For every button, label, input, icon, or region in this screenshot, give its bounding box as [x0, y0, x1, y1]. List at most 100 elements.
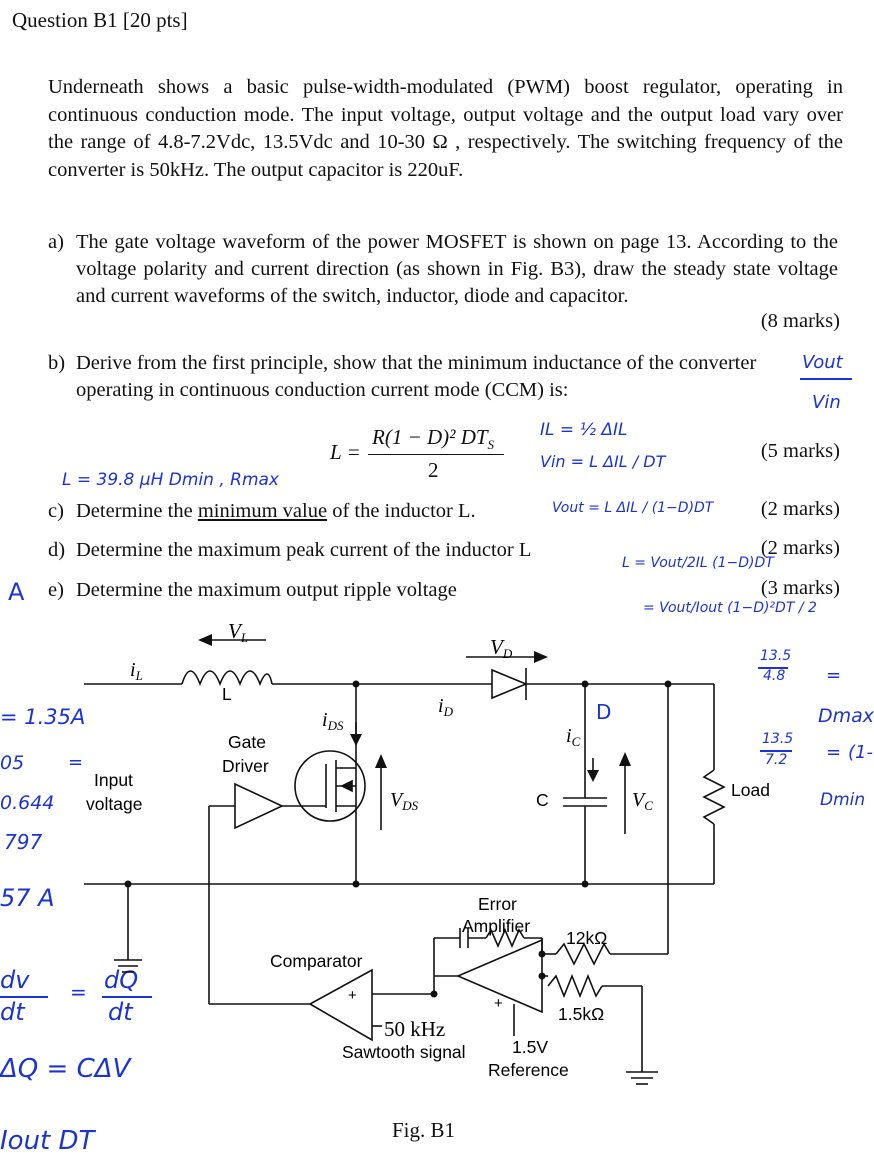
label-gate-driver-1: Gate — [228, 732, 266, 752]
formula-numerator: R(1 − D)² DTS — [372, 425, 494, 453]
question-title: Question B1 [20 pts] — [12, 8, 188, 32]
hand-ratio1-num: 13.5 — [760, 648, 792, 664]
label-1-5k: 1.5kΩ — [558, 1004, 604, 1024]
label-id: iD — [438, 695, 454, 719]
boost-converter-schematic: VL iL L iDS iD VD iC C VC VDS Gate Drive… — [84, 619, 770, 1085]
hand-vin-eq: Vin = L ΔIL / DT — [540, 452, 666, 471]
hand-margin-797: 797 — [4, 830, 43, 854]
hand-dq-num: dQ — [104, 966, 139, 994]
part-c-underlined: minimum value — [197, 500, 328, 522]
part-d-marks: (2 marks) — [760, 537, 840, 559]
part-b-marks: (5 marks) — [760, 440, 840, 462]
label-vds: VDS — [390, 789, 419, 813]
hand-margin-05: 05 — [0, 752, 25, 774]
hand-margin-a: A — [8, 578, 25, 606]
part-c-post: of the inductor L. — [332, 500, 476, 522]
part-a-marks: (8 marks) — [760, 310, 840, 332]
question-intro: Underneath shows a basic pulse-width-mod… — [48, 76, 843, 181]
vl-arrow — [198, 634, 212, 646]
diode-symbol — [491, 668, 529, 700]
vd-arrow — [534, 651, 548, 663]
label-load: Load — [731, 780, 770, 800]
part-b-text: Derive from the first principle, show th… — [76, 352, 757, 401]
hand-vout-eq: Vout = L ΔIL / (1−D)DT — [552, 500, 714, 516]
hand-l-eq2: = Vout/Iout (1−D)²DT / 2 — [643, 600, 817, 616]
part-e-marks: (3 marks) — [760, 577, 840, 599]
label-gate-driver-2: Driver — [222, 756, 269, 776]
hand-dv-bar — [0, 996, 48, 998]
gate-driver-symbol — [234, 782, 284, 830]
label-reference-2: Reference — [488, 1060, 569, 1080]
formula-fraction-bar — [368, 454, 504, 455]
hand-paren: (1- — [848, 742, 873, 763]
hand-margin-135: = 1.35A — [0, 705, 86, 729]
label-frequency: 50 kHz — [384, 1017, 445, 1041]
label-input-1: Input — [94, 770, 133, 790]
hand-d-label: D — [596, 700, 612, 724]
hand-fraction-bar — [800, 378, 852, 380]
label-capacitor: C — [536, 790, 549, 810]
formula-denominator: 2 — [428, 458, 439, 482]
mosfet-circle — [294, 750, 366, 822]
label-error-amp-plus: + — [494, 995, 503, 1012]
hand-ratio1-den: 4.8 — [763, 668, 786, 684]
ic-arrow — [587, 770, 599, 782]
hand-l-eq1: L = Vout/2IL (1−D)DT — [622, 555, 774, 571]
hand-dmax: Dmax — [818, 705, 874, 727]
formula-num-text: R(1 − D)² DT — [372, 425, 488, 449]
hand-iout-dt: Iout DT — [0, 1126, 95, 1156]
label-error-amp-1: Error — [478, 894, 517, 914]
part-c-marks: (2 marks) — [760, 498, 840, 520]
formula-lhs: L = — [330, 440, 361, 464]
hand-ratio2-num: 13.5 — [762, 731, 794, 747]
part-a-text: The gate voltage waveform of the power M… — [76, 231, 838, 307]
comparator-symbol — [308, 968, 373, 1042]
figure-caption: Fig. B1 — [392, 1118, 456, 1142]
hand-margin-eq: = — [68, 752, 84, 773]
part-c-pre: Determine the — [76, 500, 193, 522]
vds-arrow — [375, 754, 387, 768]
hand-dmin: Dmin — [820, 790, 866, 810]
hand-dq-cdv: ΔQ = CΔV — [0, 1054, 131, 1084]
label-comparator: Comparator — [270, 951, 363, 971]
label-error-amp-2: Amplifier — [462, 916, 530, 936]
hand-dq-bar — [102, 996, 152, 998]
hand-ratio2-den: 7.2 — [765, 752, 788, 768]
feedback-resistor — [485, 928, 525, 948]
part-d-label: d) — [48, 539, 66, 561]
label-reference-1: 1.5V — [512, 1037, 548, 1057]
part-a-label: a) — [48, 231, 64, 253]
vc-arrow — [619, 752, 631, 766]
part-c-label: c) — [48, 500, 64, 522]
hand-dv-eq: = — [70, 980, 87, 1004]
formula-num-sub: S — [487, 437, 495, 453]
label-sawtooth: Sawtooth signal — [342, 1042, 466, 1062]
part-e-text: Determine the maximum output ripple volt… — [76, 579, 457, 601]
label-il: iL — [130, 659, 143, 683]
hand-dv-num: dv — [0, 966, 30, 994]
load-resistor — [702, 769, 726, 825]
hand-il-eq: IL = ½ ΔIL — [540, 420, 628, 440]
label-input-2: voltage — [86, 794, 142, 814]
hand-ratio1-bar — [758, 667, 788, 669]
part-d-text: Determine the maximum peak current of th… — [76, 539, 532, 561]
hand-margin-0644: 0.644 — [0, 792, 55, 814]
part-b-label: b) — [48, 352, 66, 374]
resistor-1-5k — [547, 973, 603, 999]
resistor-12k — [555, 942, 611, 966]
label-comparator-plus: + — [348, 987, 357, 1004]
ids-arrow — [350, 734, 362, 746]
label-ids: iDS — [322, 709, 344, 733]
part-e-label: e) — [48, 579, 64, 601]
hand-eq-sign2: = — [826, 742, 842, 763]
hand-vout: Vout — [802, 352, 843, 373]
label-vl: VL — [228, 619, 248, 645]
hand-dv-den: dt — [0, 998, 25, 1026]
label-ic: iC — [566, 725, 581, 749]
label-12k: 12kΩ — [566, 928, 607, 948]
hand-l-result: L = 39.8 μH Dmin , Rmax — [62, 470, 279, 490]
hand-ratio2-bar — [760, 750, 792, 752]
hand-dq-den: dt — [108, 998, 133, 1026]
hand-vin: Vin — [812, 392, 841, 413]
label-inductor: L — [222, 684, 232, 704]
